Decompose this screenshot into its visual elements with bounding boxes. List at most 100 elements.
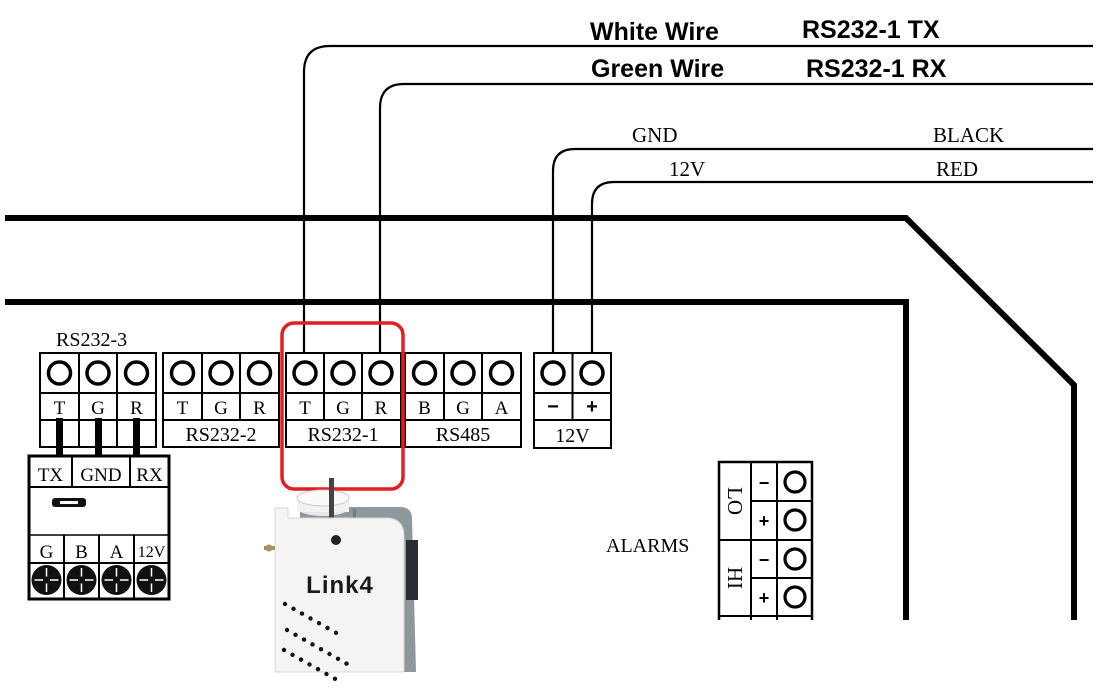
alarm-pin-label: − bbox=[759, 473, 770, 493]
vent-hole bbox=[335, 656, 341, 661]
connector-pin bbox=[95, 418, 102, 460]
vent-hole bbox=[324, 671, 329, 677]
rs232-1-label: RS232-1 bbox=[307, 424, 378, 446]
vent-hole bbox=[281, 647, 287, 653]
terminal-screw-icon bbox=[579, 360, 605, 386]
white-wire-label: White Wire bbox=[590, 18, 719, 46]
terminal-screw-icon bbox=[783, 585, 807, 609]
vent-hole bbox=[308, 616, 313, 621]
gnd-black-wire bbox=[551, 147, 1093, 367]
converter-pin-label: RX bbox=[136, 465, 163, 486]
rs232-converter-module: TX GND RX G B A 12V bbox=[27, 454, 171, 601]
converter-pin-label: A bbox=[110, 542, 124, 563]
vent-holes bbox=[281, 601, 349, 681]
terminal-block-rs232-2: T G R RS232-2 bbox=[162, 352, 280, 448]
terminal-screw-icon bbox=[783, 508, 807, 532]
pin-label: A bbox=[495, 398, 509, 419]
pin-label: G bbox=[336, 398, 350, 419]
gnd-color-label: BLACK bbox=[933, 123, 1004, 147]
alarm-pin-label: − bbox=[759, 550, 770, 570]
plus-pin-label: + bbox=[586, 396, 598, 418]
vent-hole bbox=[316, 621, 322, 626]
pin-label: B bbox=[418, 398, 431, 419]
12v-red-wire bbox=[590, 180, 1093, 367]
terminal-block-rs232-3: RS232-3 T G R bbox=[39, 329, 157, 460]
rs232-2-label: RS232-2 bbox=[185, 424, 256, 446]
terminal-screw-icon bbox=[368, 360, 394, 386]
vent-hole bbox=[284, 627, 290, 633]
alarm-terminal-block: LO HI − + − + bbox=[717, 460, 814, 620]
vent-hole bbox=[298, 657, 304, 662]
pin-label: T bbox=[54, 398, 66, 419]
vent-hole bbox=[310, 642, 315, 647]
vent-hole bbox=[290, 652, 295, 657]
vent-hole bbox=[315, 667, 321, 672]
vent-hole bbox=[301, 637, 307, 642]
green-wire-label: Green Wire bbox=[591, 55, 724, 83]
terminal-screw-icon bbox=[450, 360, 476, 386]
pin-label: T bbox=[299, 398, 311, 419]
terminal-block-rs232-1: T G R RS232-1 bbox=[285, 352, 402, 448]
pin-label: G bbox=[214, 398, 228, 419]
device-brand-label: Link4 bbox=[306, 572, 374, 599]
vent-hole bbox=[318, 647, 324, 652]
rs485-label: RS485 bbox=[436, 424, 490, 446]
terminal-screw-icon bbox=[330, 360, 356, 386]
pin-label: R bbox=[253, 398, 266, 419]
terminal-screw-icon bbox=[292, 360, 318, 386]
pin-label: G bbox=[456, 398, 470, 419]
minus-pin-label: − bbox=[547, 396, 559, 418]
terminal-screw-icon bbox=[411, 360, 438, 386]
vent-hole bbox=[327, 651, 332, 657]
enclosure-inner-outline bbox=[5, 299, 909, 620]
pin-label: T bbox=[177, 398, 189, 419]
alarm-pin-label: + bbox=[759, 588, 770, 608]
terminal-block-12v: − + 12V bbox=[533, 352, 612, 449]
rs232-1-highlight bbox=[280, 321, 405, 491]
terminal-screw-icon bbox=[783, 547, 807, 571]
connector-pin bbox=[56, 418, 63, 460]
white-wire-signal-label: RS232-1 TX bbox=[802, 16, 940, 44]
terminal-screw-icon bbox=[783, 470, 807, 494]
vent-hole bbox=[299, 611, 305, 616]
green-wire bbox=[378, 82, 1093, 367]
terminal-block-rs485: B G A RS485 bbox=[404, 352, 522, 448]
vent-hole bbox=[293, 632, 298, 637]
vent-hole bbox=[325, 625, 330, 631]
screw-terminal-icon bbox=[66, 565, 97, 595]
vent-hole bbox=[333, 630, 339, 635]
vent-hole bbox=[344, 661, 349, 666]
vent-hole bbox=[291, 606, 296, 611]
terminal-screw-icon bbox=[85, 360, 111, 386]
pin-label: R bbox=[130, 398, 143, 419]
vent-hole bbox=[332, 676, 338, 681]
12v-color-label: RED bbox=[936, 157, 978, 181]
alarms-label: ALARMS bbox=[606, 535, 689, 557]
converter-pin-label: G bbox=[40, 542, 54, 563]
12v-label: 12V bbox=[669, 157, 705, 181]
alarm-lo-label: LO bbox=[723, 487, 747, 515]
pin-label: R bbox=[375, 398, 388, 419]
terminal-screw-icon bbox=[169, 360, 196, 386]
screw-terminal-icon bbox=[101, 565, 132, 595]
rs232-3-title: RS232-3 bbox=[56, 329, 127, 351]
white-wire bbox=[302, 44, 1093, 367]
screw-terminal-icon bbox=[31, 565, 62, 595]
enclosure-outer-outline bbox=[5, 215, 1077, 620]
alarm-pin-label: + bbox=[759, 511, 770, 531]
terminal-screw-icon bbox=[46, 360, 73, 386]
converter-pin-label: B bbox=[75, 542, 88, 563]
screw-terminal-icon bbox=[136, 565, 167, 595]
converter-pin-label: GND bbox=[80, 465, 121, 486]
green-wire-signal-label: RS232-1 RX bbox=[806, 55, 947, 83]
link4-device: Link4 bbox=[264, 478, 418, 681]
converter-pin-label: TX bbox=[38, 465, 64, 486]
connector-pin bbox=[133, 418, 140, 460]
vent-hole bbox=[307, 662, 312, 667]
converter-pin-label: 12V bbox=[138, 544, 166, 561]
alarm-hi-label: HI bbox=[723, 567, 747, 589]
12v-block-label: 12V bbox=[555, 425, 590, 447]
terminal-screw-icon bbox=[488, 360, 515, 386]
vent-hole bbox=[282, 601, 288, 607]
